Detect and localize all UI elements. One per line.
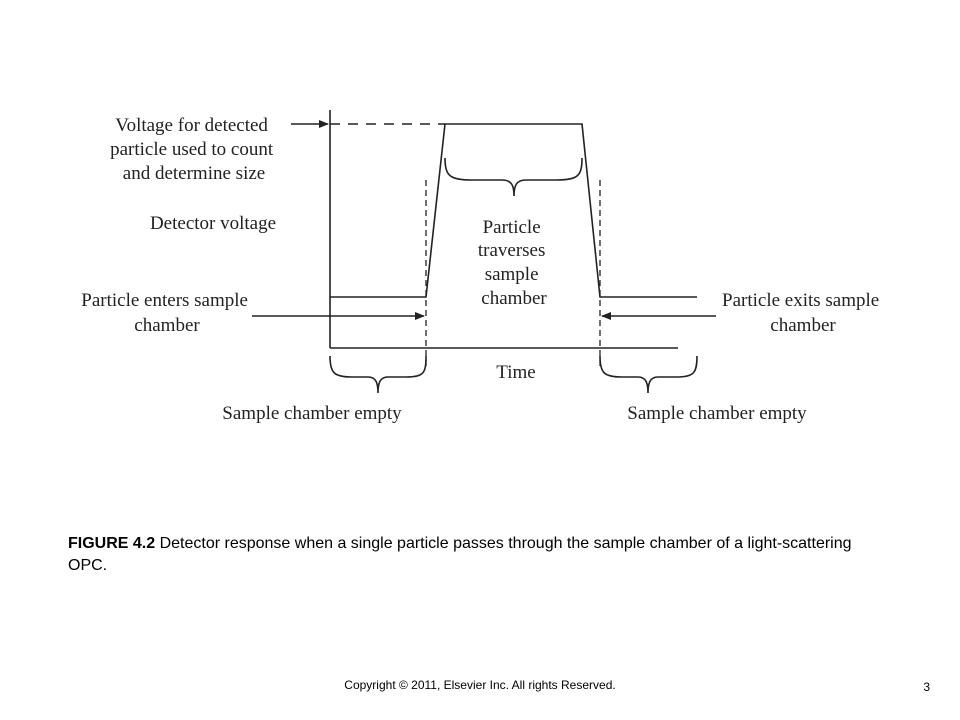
voltage-detected-label: Voltage for detected particle used to co… (110, 115, 278, 184)
empty-right-label: Sample chamber empty (627, 403, 807, 424)
particle-enters-label: Particle enters sample chamber (81, 290, 252, 336)
figure-label: FIGURE 4.2 (68, 535, 156, 552)
empty-left-brace (329, 355, 427, 394)
copyright-notice: Copyright © 2011, Elsevier Inc. All righ… (344, 678, 616, 692)
particle-traverses-label: Particle traverses sample chamber (478, 217, 550, 309)
figure-caption: FIGURE 4.2 Detector response when a sing… (68, 533, 888, 577)
particle-exits-label: Particle exits sample chamber (722, 290, 884, 336)
page-number: 3 (923, 680, 930, 694)
traverse-brace (444, 157, 583, 197)
empty-right-brace (599, 355, 698, 394)
time-axis-label: Time (496, 362, 535, 383)
detector-signal-trace (330, 123, 697, 298)
empty-left-label: Sample chamber empty (222, 403, 402, 424)
caption-text: Detector response when a single particle… (68, 535, 852, 574)
detector-voltage-label: Detector voltage (150, 213, 276, 234)
